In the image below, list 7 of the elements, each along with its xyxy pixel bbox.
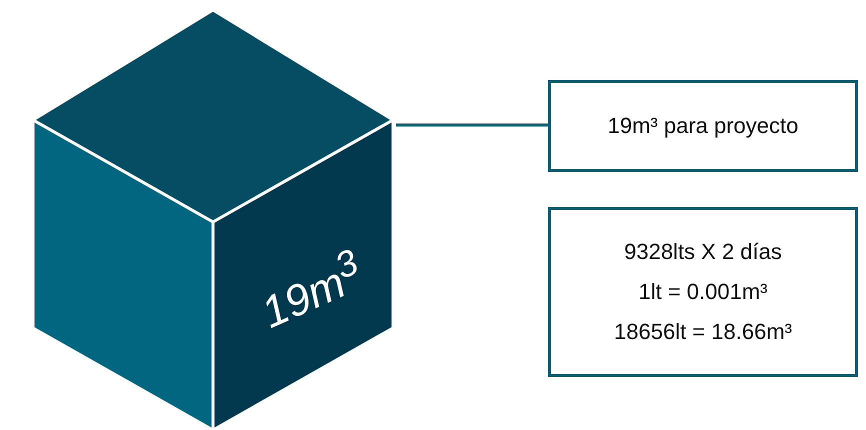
box-text: 19m³ para proyecto: [608, 113, 798, 139]
calculation-text: 18656lt = 18.66m³: [614, 319, 792, 345]
connector-line: [396, 124, 548, 126]
text-box: [548, 207, 858, 377]
calculation-text: 1lt = 0.001m³: [638, 279, 768, 305]
calculation-text: 9328lts X 2 días: [624, 239, 782, 265]
text-box: [548, 80, 858, 172]
